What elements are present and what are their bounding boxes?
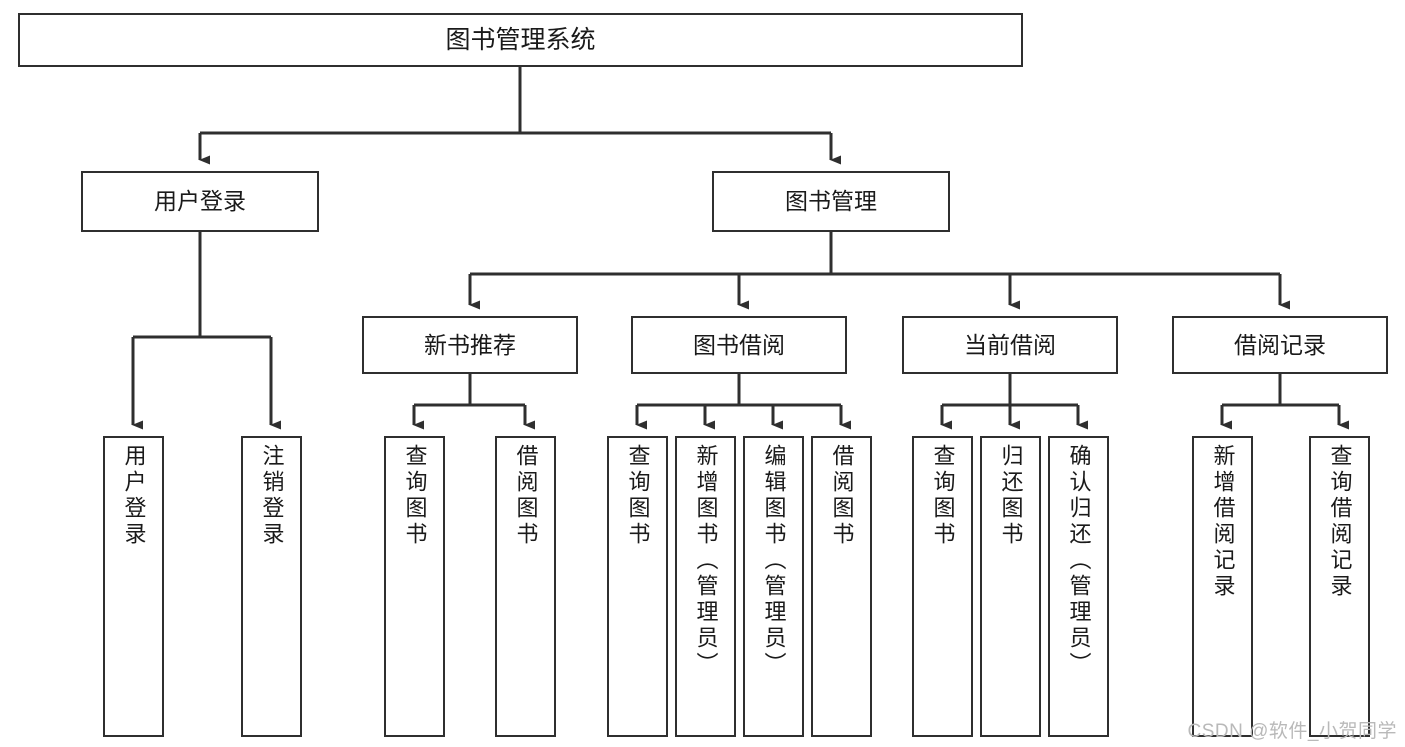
- node-leaf-rec-search[interactable]: 查询借阅记录: [1309, 436, 1370, 737]
- node-leaf-user-logout-label: 注销登录: [259, 444, 285, 548]
- node-leaf-cur-query[interactable]: 查询图书: [912, 436, 973, 737]
- node-leaf-borrow-edit[interactable]: 编辑图书（管理员）: [743, 436, 804, 737]
- node-root-label: 图书管理系统: [445, 25, 596, 54]
- node-current-borrow[interactable]: 当前借阅: [902, 316, 1118, 374]
- node-leaf-rec-borrow[interactable]: 借阅图书: [495, 436, 556, 737]
- node-leaf-rec-borrow-label: 借阅图书: [513, 444, 539, 548]
- node-leaf-borrow-lend[interactable]: 借阅图书: [811, 436, 872, 737]
- node-borrow-record[interactable]: 借阅记录: [1172, 316, 1388, 374]
- node-leaf-user-login-label: 用户登录: [121, 444, 147, 548]
- node-leaf-borrow-query-label: 查询图书: [625, 444, 651, 548]
- node-leaf-cur-return[interactable]: 归还图书: [980, 436, 1041, 737]
- node-borrow-record-label: 借阅记录: [1234, 331, 1326, 358]
- node-book-manage[interactable]: 图书管理: [712, 171, 950, 232]
- node-current-borrow-label: 当前借阅: [964, 331, 1056, 358]
- node-leaf-rec-search-label: 查询借阅记录: [1327, 444, 1353, 600]
- node-new-book-rec[interactable]: 新书推荐: [362, 316, 578, 374]
- node-leaf-cur-confirm[interactable]: 确认归还（管理员）: [1048, 436, 1109, 737]
- node-book-manage-label: 图书管理: [785, 188, 877, 214]
- node-user-login[interactable]: 用户登录: [81, 171, 319, 232]
- node-leaf-user-login[interactable]: 用户登录: [103, 436, 164, 737]
- node-leaf-borrow-add[interactable]: 新增图书（管理员）: [675, 436, 736, 737]
- node-leaf-borrow-add-label: 新增图书（管理员）: [693, 444, 719, 678]
- node-book-borrow-label: 图书借阅: [693, 331, 785, 358]
- node-user-login-label: 用户登录: [154, 188, 246, 214]
- node-book-borrow[interactable]: 图书借阅: [631, 316, 847, 374]
- node-leaf-rec-add-label: 新增借阅记录: [1210, 444, 1236, 600]
- node-leaf-rec-add[interactable]: 新增借阅记录: [1192, 436, 1253, 737]
- node-new-book-rec-label: 新书推荐: [424, 331, 516, 358]
- watermark-text: CSDN @软件_小贺同学: [1187, 721, 1397, 742]
- node-root[interactable]: 图书管理系统: [18, 13, 1023, 67]
- node-leaf-borrow-edit-label: 编辑图书（管理员）: [761, 444, 787, 678]
- node-leaf-user-logout[interactable]: 注销登录: [241, 436, 302, 737]
- node-leaf-rec-query-label: 查询图书: [402, 444, 428, 548]
- node-leaf-cur-confirm-label: 确认归还（管理员）: [1066, 444, 1092, 678]
- node-leaf-rec-query[interactable]: 查询图书: [384, 436, 445, 737]
- node-leaf-borrow-query[interactable]: 查询图书: [607, 436, 668, 737]
- node-leaf-cur-return-label: 归还图书: [998, 444, 1024, 548]
- node-leaf-cur-query-label: 查询图书: [930, 444, 956, 548]
- node-leaf-borrow-lend-label: 借阅图书: [829, 444, 855, 548]
